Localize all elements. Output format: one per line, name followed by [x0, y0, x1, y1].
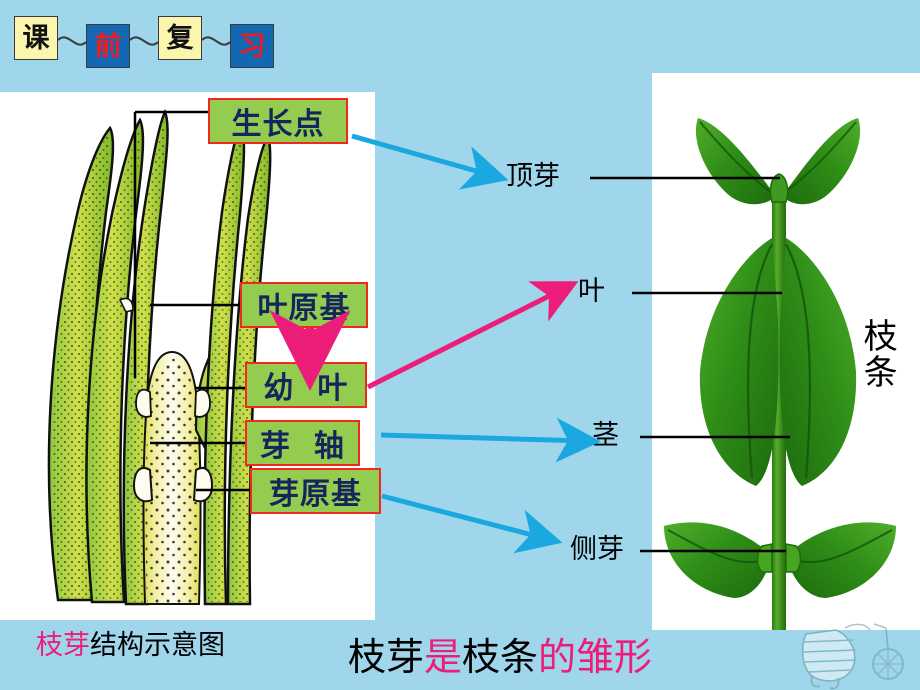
label-bud-primordium[interactable]: 芽原基	[250, 468, 381, 514]
label-young-leaf-text: 幼 叶	[263, 371, 349, 406]
label-stem[interactable]: 茎	[592, 422, 619, 449]
bottom-statement-seg-1: 枝芽	[348, 635, 425, 679]
left-panel	[0, 92, 375, 620]
bottom-statement-seg-3: 枝条	[462, 635, 539, 679]
label-terminal-bud[interactable]: 顶芽	[506, 163, 560, 190]
arrow-bud-primordium-to-lateral-bud	[381, 493, 563, 554]
label-young-leaf[interactable]: 幼 叶	[245, 362, 367, 408]
branch-vertical-title-text: 枝条	[857, 318, 898, 390]
branch-vertical-title: 枝条	[857, 318, 898, 390]
chain-box-1: 课	[14, 16, 58, 60]
chain-char-3: 复	[166, 22, 194, 54]
label-leaf-text: 叶	[578, 276, 605, 307]
label-bud-axis-text: 芽 轴	[260, 429, 345, 464]
chain-box-3: 复	[158, 16, 202, 60]
chain-box-4: 习	[230, 24, 274, 68]
label-bud-primordium-text: 芽原基	[269, 477, 362, 512]
label-lateral-bud[interactable]: 侧芽	[570, 536, 624, 563]
bottom-statement: 枝芽是枝条的雏形	[348, 638, 652, 676]
bottom-statement-seg-2: 是	[424, 635, 463, 679]
chain-char-2: 前	[94, 30, 122, 62]
left-panel-caption: 枝芽结构示意图	[36, 632, 225, 659]
label-growing-point-text: 生长点	[231, 107, 325, 142]
arrow-bud-axis-to-stem	[380, 417, 601, 463]
bottom-statement-seg-4: 的雏形	[538, 635, 653, 679]
label-growing-point[interactable]: 生长点	[208, 98, 348, 144]
label-bud-axis[interactable]: 芽 轴	[245, 420, 360, 466]
label-stem-text: 茎	[592, 420, 619, 451]
label-leaf-primordium-text: 叶原基	[257, 291, 351, 326]
left-caption-highlight: 枝芽	[36, 630, 90, 661]
label-lateral-bud-text: 侧芽	[570, 534, 624, 565]
arrow-young-leaf-to-leaf	[366, 281, 579, 390]
chain-char-1: 课	[22, 22, 50, 54]
label-leaf[interactable]: 叶	[578, 278, 605, 305]
chain-box-2: 前	[86, 24, 130, 68]
label-leaf-primordium[interactable]: 叶原基	[240, 282, 368, 328]
left-caption-rest: 结构示意图	[90, 630, 225, 661]
chain-char-4: 习	[238, 30, 266, 62]
label-terminal-bud-text: 顶芽	[506, 161, 560, 192]
